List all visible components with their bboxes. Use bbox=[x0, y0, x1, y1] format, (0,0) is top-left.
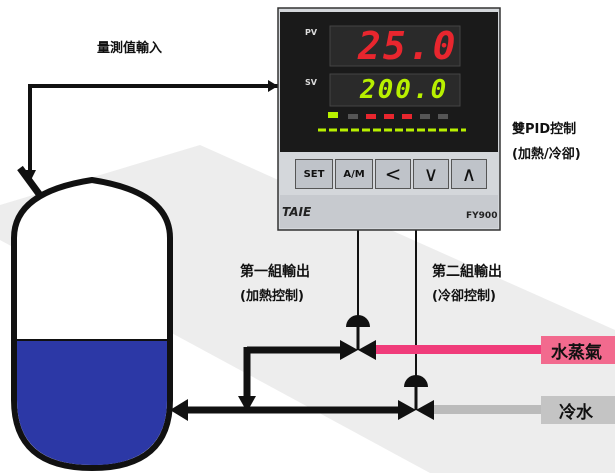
sensor-arrow-head bbox=[268, 80, 278, 92]
up-arrow-button[interactable]: ∧ bbox=[451, 159, 487, 189]
cold-water-pipe bbox=[430, 405, 615, 414]
pv-display bbox=[329, 25, 461, 67]
brand-logo: TAIE bbox=[282, 205, 312, 219]
pv-value: 25.0 bbox=[358, 24, 458, 68]
output2-label-line2: (冷卻控制) bbox=[432, 289, 496, 304]
sensor-line bbox=[28, 84, 278, 180]
pid-label-line2: (加熱/冷卻) bbox=[512, 147, 581, 162]
water-feed-arrow bbox=[170, 399, 188, 421]
sv-display bbox=[329, 73, 461, 107]
output2-label-line1: 第二組輸出 bbox=[432, 264, 502, 280]
model-number: FY900 bbox=[466, 211, 498, 221]
tank-liquid bbox=[17, 340, 167, 465]
controller-footer bbox=[280, 195, 498, 228]
cold-water-label: 冷水 bbox=[541, 396, 615, 424]
bar-indicator bbox=[318, 112, 466, 132]
steam-pipe bbox=[372, 345, 615, 354]
output1-label-line2: (加熱控制) bbox=[240, 289, 304, 304]
valve-cooling bbox=[398, 375, 434, 420]
set-button[interactable]: SET bbox=[295, 159, 333, 189]
auto-manual-button[interactable]: A/M bbox=[335, 159, 373, 189]
valve-heating bbox=[340, 315, 376, 360]
down-arrow-button[interactable]: ∨ bbox=[413, 159, 449, 189]
pid-label-line1: 雙PID控制 bbox=[512, 122, 577, 137]
output1-label-line1: 第一組輸出 bbox=[240, 264, 310, 280]
measure-input-label: 量測值輸入 bbox=[97, 41, 163, 56]
sv-value: 200.0 bbox=[360, 75, 449, 105]
shift-left-button[interactable]: < bbox=[375, 159, 411, 189]
steam-label: 水蒸氣 bbox=[541, 336, 615, 364]
sensor-probe bbox=[17, 165, 45, 201]
pv-tag: PV bbox=[305, 28, 318, 37]
sv-tag: SV bbox=[305, 78, 317, 87]
steam-feed-arrow bbox=[238, 396, 256, 412]
